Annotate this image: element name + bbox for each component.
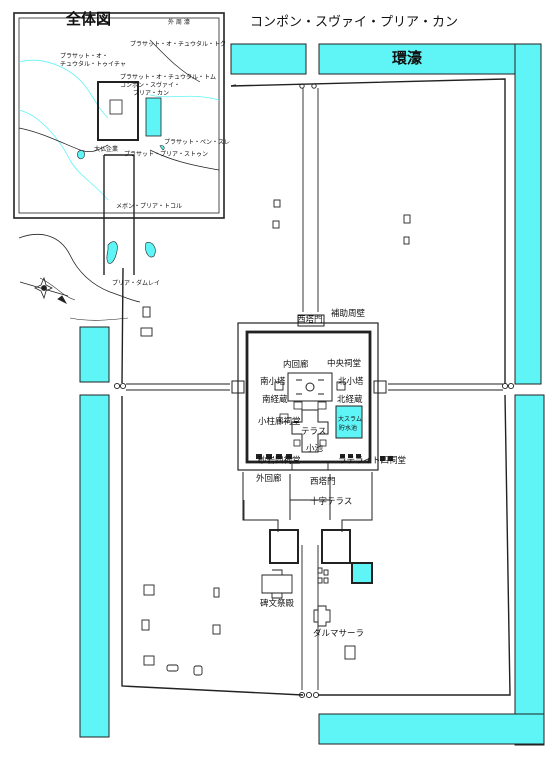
outer-gallery [242, 472, 373, 532]
compass-rose [19, 276, 69, 304]
label-laterite-shrines: ラテライト四祠堂 [338, 455, 406, 466]
inset-label-outer-moat: 外 周 濠 [168, 18, 190, 26]
moat-right-lower [514, 394, 545, 746]
outer-enclosure-wall [121, 78, 511, 696]
map-title: コンポン・スヴァイ・プリア・カン [250, 14, 458, 30]
east-gate [373, 380, 387, 394]
label-inner-gallery: 内回廊 [283, 359, 309, 370]
label-stele-hall: 碑文祭殿 [260, 598, 295, 609]
label-large-pond-b: 貯水池 [339, 424, 357, 432]
label-outer-gallery: 外回廊 [256, 473, 282, 484]
inset-frame-inner [18, 17, 220, 214]
dharmasala-shape [313, 605, 331, 627]
west-gate [231, 380, 245, 394]
inset-label-mebon: メボン・プリア・トコル [116, 202, 182, 210]
terrace-cross [291, 409, 329, 453]
inset-riverbank [18, 234, 141, 303]
label-west-tower-gate-bottom: 西塔門 [310, 476, 336, 487]
moat-top-left [230, 43, 307, 75]
large-pond [335, 405, 363, 439]
moat-right-upper [514, 43, 542, 385]
label-south-small-tower: 南小塔 [260, 376, 286, 387]
moat-bottom-right [318, 713, 545, 745]
inset-label-prasat-tum: プラサット・オ・チュウタル・トム [120, 73, 216, 81]
enclosure-gates [113, 83, 515, 699]
inset-title: 全体図 [65, 10, 111, 28]
moat-label: 環濠 [392, 49, 422, 67]
label-cross-terrace: 十字テラス [310, 496, 352, 507]
label-large-pond-a: 大スラム [338, 415, 362, 423]
inset-label-kompong-a: コンポン・スヴァイ・ [120, 81, 180, 89]
inset-label-daibutsu: 大仏企業 [94, 145, 118, 153]
inset-reservoir [145, 97, 162, 137]
inset-frame-outer [13, 12, 225, 219]
inset-label-prasat-stone: プラサット・プリア・ストゥン [124, 151, 208, 158]
moat [79, 43, 545, 746]
stele-hall-shape [261, 569, 293, 599]
outer-pond-east [321, 529, 351, 564]
south-small-tower-sq [274, 381, 284, 391]
label-dharmasala: ダルマサーラ [313, 628, 364, 639]
west-tower-gate-top [297, 314, 325, 327]
inset-label-prasat-damrei: プリア・ダムレイ [112, 279, 160, 287]
label-sandstone-shrines: 砂岩四祠堂 [258, 455, 301, 466]
label-north-library: 北経蔵 [337, 394, 363, 405]
moat-left-upper [79, 326, 110, 383]
inset-causeway [103, 154, 135, 275]
label-south-library: 南経蔵 [262, 394, 288, 405]
outer-pond-west [269, 529, 299, 564]
central-shrine [305, 382, 315, 392]
inset-label-kompong-b: プリア・カン [133, 90, 169, 97]
moat-left-lower [79, 394, 110, 738]
scattered-structures [140, 199, 411, 676]
moat-top-right [318, 43, 542, 75]
label-auxiliary-wall: 補助周壁 [331, 308, 366, 319]
label-west-tower-gate-top: 西塔門 [297, 314, 323, 325]
temple-complex [231, 314, 393, 471]
label-small-pond: 小池 [306, 443, 324, 454]
small-pool [351, 562, 373, 584]
inset-label-prasat-troi-b: チュウタル・トゥイチャ [60, 60, 126, 68]
inset-label-prasat-troi-a: プラサット・オ・ [60, 53, 108, 60]
label-north-small-tower: 北小塔 [338, 376, 364, 387]
inset-label-prasat-tuk: プラサット・オ・チュウタル・トク [130, 40, 226, 48]
inset-label-prasat-pen: プラサット・ペン・スレ [164, 139, 230, 146]
label-central-shrine: 中央祠堂 [327, 358, 361, 369]
inset-streams [18, 39, 220, 171]
inset-map [13, 12, 225, 321]
label-terrace: テラス [301, 427, 326, 437]
central-courtyard [287, 372, 333, 402]
inset-temple-enclosure [97, 81, 139, 141]
north-small-tower-sq [336, 381, 346, 391]
causeways [126, 88, 503, 690]
label-small-pillared-hall: 小柱廊祠堂 [258, 416, 301, 427]
